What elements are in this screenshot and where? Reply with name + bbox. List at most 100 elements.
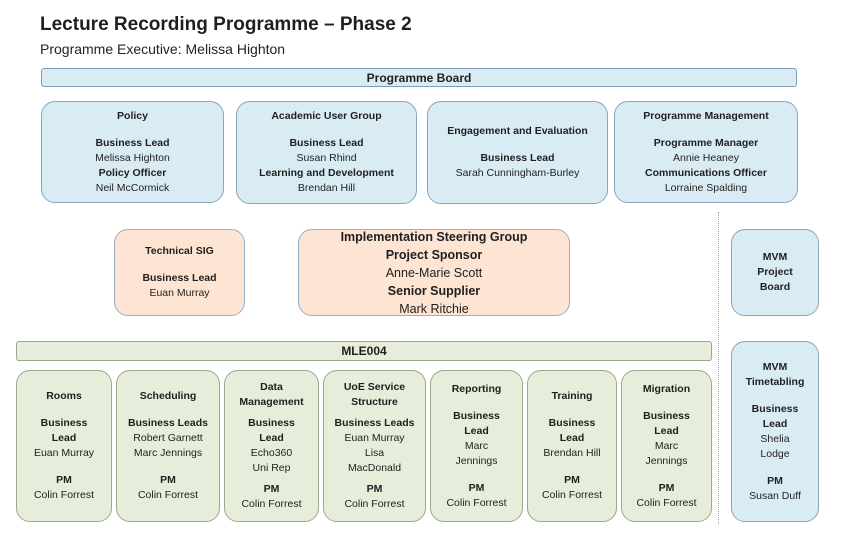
uoe-pm-name: Colin Forrest xyxy=(344,498,405,510)
uoe-role: Business Leads xyxy=(334,417,415,429)
mvm-divider xyxy=(718,212,719,524)
rooms-role-b: Lead xyxy=(51,432,77,444)
policy-role2: Policy Officer xyxy=(98,166,167,179)
data-person2: Uni Rep xyxy=(252,462,291,474)
rooms-person: Euan Murray xyxy=(33,447,95,459)
training-title: Training xyxy=(551,390,593,402)
data-pm: PM xyxy=(263,483,280,495)
rooms-box: Rooms Business Lead Euan Murray PM Colin… xyxy=(16,370,112,522)
progmgmt-person1: Annie Heaney xyxy=(673,151,739,164)
academic-person2: Brendan Hill xyxy=(297,182,356,194)
mvm-board-line2: Project xyxy=(757,266,793,278)
programme-management-box: Programme Management Programme Manager A… xyxy=(614,101,798,203)
engagement-evaluation-box: Engagement and Evaluation Business Lead … xyxy=(427,101,608,204)
isg-role1: Project Sponsor xyxy=(385,247,483,262)
progmgmt-role2: Communications Officer xyxy=(645,166,767,179)
progmgmt-person2: Lorraine Spalding xyxy=(664,181,748,194)
reporting-person2: Jennings xyxy=(455,454,498,467)
progmgmt-role1: Programme Manager xyxy=(653,136,759,149)
academic-role2: Learning and Development xyxy=(259,167,394,179)
page-subtitle: Programme Executive: Melissa Highton xyxy=(40,41,286,57)
reporting-person1: Marc xyxy=(464,439,489,452)
academic-title: Academic User Group xyxy=(271,110,382,122)
mvm-board-line3: Board xyxy=(759,281,791,293)
training-pm: PM xyxy=(564,474,580,486)
scheduling-person1: Robert Garnett xyxy=(133,432,203,444)
mvm-project-board-box: MVM Project Board xyxy=(731,229,819,316)
policy-title: Policy xyxy=(117,109,148,122)
uoe-person2: Lisa xyxy=(364,447,385,459)
programme-board-label: Programme Board xyxy=(366,70,472,85)
data-title-b: Management xyxy=(239,396,304,408)
mvm-timetabling-box: MVM Timetabling Business Lead Shelia Lod… xyxy=(731,341,819,522)
mle004-label: MLE004 xyxy=(341,344,387,358)
training-role-b: Lead xyxy=(559,432,585,444)
engagement-title: Engagement and Evaluation xyxy=(447,125,588,137)
migration-role-b: Lead xyxy=(654,424,679,437)
isg-role2: Senior Supplier xyxy=(387,283,481,298)
migration-pm-name: Colin Forrest xyxy=(636,496,697,509)
mvm-timetabling-role-b: Lead xyxy=(762,417,788,430)
engagement-person1: Sarah Cunningham-Burley xyxy=(455,167,580,179)
reporting-title: Reporting xyxy=(451,382,502,395)
scheduling-box: Scheduling Business Leads Robert Garnett… xyxy=(116,370,220,522)
migration-title: Migration xyxy=(642,382,691,395)
page-title: Lecture Recording Programme – Phase 2 xyxy=(40,14,412,35)
data-title-a: Data xyxy=(260,381,283,393)
isg-person2: Mark Ritchie xyxy=(399,301,469,316)
implementation-steering-group-box: Implementation Steering Group Project Sp… xyxy=(298,229,570,316)
scheduling-pm: PM xyxy=(160,474,176,486)
academic-role1: Business Lead xyxy=(289,137,364,149)
isg-title: Implementation Steering Group xyxy=(340,229,528,244)
academic-user-group-box: Academic User Group Business Lead Susan … xyxy=(236,101,417,204)
isg-person1: Anne-Marie Scott xyxy=(385,265,483,280)
uoe-title-a: UoE Service xyxy=(343,381,406,393)
uoe-person1: Euan Murray xyxy=(344,432,405,444)
data-role-b: Lead xyxy=(259,432,284,444)
policy-person1: Melissa Highton xyxy=(95,151,170,164)
training-role-a: Business xyxy=(548,417,596,429)
data-pm-name: Colin Forrest xyxy=(241,498,302,510)
academic-person1: Susan Rhind xyxy=(296,152,357,164)
technical-sig-box: Technical SIG Business Lead Euan Murray xyxy=(114,229,245,316)
migration-role-a: Business xyxy=(643,409,690,422)
reporting-role-a: Business xyxy=(453,409,500,422)
programme-board-bar: Programme Board xyxy=(41,68,797,87)
uoe-title-b: Structure xyxy=(351,396,398,408)
policy-box: Policy Business Lead Melissa Highton Pol… xyxy=(41,101,224,203)
scheduling-title: Scheduling xyxy=(139,390,197,402)
migration-pm: PM xyxy=(658,481,675,494)
scheduling-role: Business Leads xyxy=(128,417,208,429)
mvm-timetabling-title-a: MVM xyxy=(762,360,788,373)
data-management-box: Data Management Business Lead Echo360 Un… xyxy=(224,370,319,522)
reporting-pm: PM xyxy=(468,481,485,494)
mvm-board-line1: MVM xyxy=(762,251,788,263)
scheduling-pm-name: Colin Forrest xyxy=(137,489,199,501)
training-person: Brendan Hill xyxy=(543,447,601,459)
technical-sig-role1: Business Lead xyxy=(142,272,217,284)
reporting-pm-name: Colin Forrest xyxy=(446,496,507,509)
uoe-service-structure-box: UoE Service Structure Business Leads Eua… xyxy=(323,370,426,522)
rooms-pm: PM xyxy=(56,474,72,486)
policy-role1: Business Lead xyxy=(95,136,170,149)
training-box: Training Business Lead Brendan Hill PM C… xyxy=(527,370,617,522)
mle004-bar: MLE004 xyxy=(16,341,712,361)
rooms-pm-name: Colin Forrest xyxy=(33,489,95,501)
progmgmt-title: Programme Management xyxy=(643,109,769,122)
mvm-timetabling-pm-name: Susan Duff xyxy=(749,489,801,502)
policy-person2: Neil McCormick xyxy=(95,181,170,194)
mvm-timetabling-person2: Lodge xyxy=(760,447,790,460)
uoe-person3: MacDonald xyxy=(347,462,402,474)
training-pm-name: Colin Forrest xyxy=(541,489,603,501)
mvm-timetabling-pm: PM xyxy=(767,474,783,487)
migration-person2: Jennings xyxy=(645,454,688,467)
technical-sig-title: Technical SIG xyxy=(145,245,214,257)
scheduling-person2: Marc Jennings xyxy=(133,447,203,459)
reporting-role-b: Lead xyxy=(464,424,489,437)
migration-person1: Marc xyxy=(654,439,679,452)
mvm-timetabling-role-a: Business xyxy=(751,402,799,415)
data-person1: Echo360 xyxy=(250,447,293,459)
technical-sig-person1: Euan Murray xyxy=(149,287,210,299)
migration-box: Migration Business Lead Marc Jennings PM… xyxy=(621,370,712,522)
rooms-title: Rooms xyxy=(46,390,82,402)
